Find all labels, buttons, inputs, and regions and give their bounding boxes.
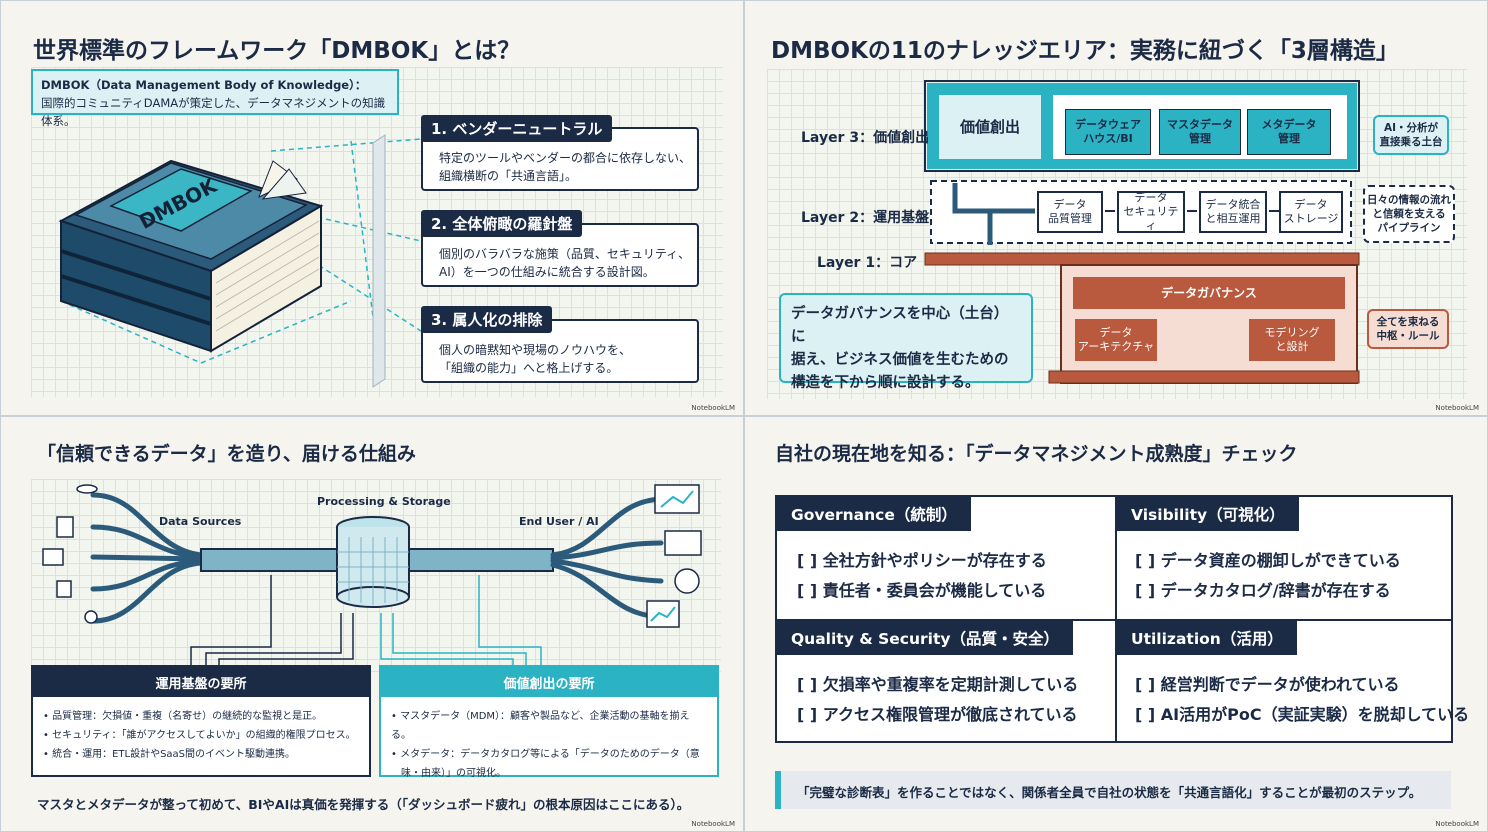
point-2-line1: 個別のバラバラな施策（品質、セキュリティ、 xyxy=(439,247,691,261)
watermark: NotebookLM xyxy=(691,404,735,412)
check-item[interactable]: [ ] AI活用がPoC（実証実験）を脱却している xyxy=(1135,705,1470,724)
quadrant-governance-heading: Governance（統制） xyxy=(777,497,971,531)
ai-brain-icon xyxy=(674,568,700,594)
document-icon xyxy=(56,516,74,538)
core-box-modeling: モデリングと設計 xyxy=(1249,319,1335,361)
pie-report-icon xyxy=(664,530,702,556)
check-item[interactable]: [ ] 責任者・委員会が機能している xyxy=(797,581,1047,600)
value-creation-box: 価値創出 xyxy=(959,118,1020,136)
watermark: NotebookLM xyxy=(1435,404,1479,412)
panel1-title: 世界標準のフレームワーク「DMBOK」とは？ xyxy=(33,38,521,64)
panel4-footer: 「完璧な診断表」を作ることではなく、関係者全員で自社の状態を「共通言語化」するこ… xyxy=(775,771,1451,809)
governance-bar: データガバナンス xyxy=(1073,277,1345,309)
check-item[interactable]: [ ] 全社方針やポリシーが存在する xyxy=(797,551,1047,570)
definition-box: DMBOK（Data Management Body of Knowledge）… xyxy=(31,69,399,128)
check-item[interactable]: [ ] 欠損率や重複率を定期計測している xyxy=(797,675,1079,694)
design-note: データガバナンスを中心（土台）に 据え、ビジネス価値を生むための 構造を下から順… xyxy=(779,293,1033,391)
operations-item: • 統合・運用：ETL設計やSaaS間のイベント駆動連携。 xyxy=(43,749,296,760)
definition-body: 国際的コミュニティDAMAが策定した、データマネジメントの知識体系。 xyxy=(41,96,386,128)
definition-title: DMBOK（Data Management Body of Knowledge）… xyxy=(41,78,367,92)
point-3-line1: 個人の暗黙知や現場のノウハウを、 xyxy=(439,343,632,357)
operations-item: • セキュリティ：「誰がアクセスしてよいか」の組織的権限プロセス。 xyxy=(43,730,356,741)
point-3-line2: 「組織の能力」へと格上げする。 xyxy=(439,361,619,375)
panel4-title: 自社の現在地を知る：「データマネジメント成熟度」チェック xyxy=(775,443,1298,465)
layer2-box-integration: データ統合と相互運用 xyxy=(1199,191,1267,233)
point-3-heading: 3. 属人化の排除 xyxy=(421,306,553,333)
operations-header: 運用基盤の要所 xyxy=(33,667,369,697)
point-2-heading: 2. 全体俯瞰の羅針盤 xyxy=(421,210,583,237)
operations-item: • 品質管理：欠損値・重複（名寄せ）の継続的な監視と是正。 xyxy=(43,711,323,722)
value-item: 味・由来）」の可視化。 xyxy=(391,768,506,779)
layer2-box-storage: データストレージ xyxy=(1279,191,1343,233)
panel-three-layers: DMBOKの11のナレッジエリア：実務に紐づく「3層構造」 Layer 3：価値… xyxy=(744,0,1488,416)
image-icon xyxy=(42,548,64,566)
maturity-matrix: Governance（統制） [ ] 全社方針やポリシーが存在する [ ] 責任… xyxy=(775,495,1469,743)
value-header: 価値創出の要所 xyxy=(381,667,717,697)
check-item[interactable]: [ ] アクセス権限管理が徹底されている xyxy=(797,705,1078,724)
value-box: 価値創出の要所 • マスタデータ（MDM）：顧客や製品など、企業活動の基軸を揃え… xyxy=(379,665,719,779)
point-2-line2: AI）を一つの仕組みに統合する設計図。 xyxy=(439,265,655,279)
panel-data-pipeline: 「信頼できるデータ」を造り、届ける仕組み xyxy=(0,416,744,832)
check-item[interactable]: [ ] 経営判断でデータが使われている xyxy=(1135,675,1400,694)
core-box-architecture: データアーキテクチャ xyxy=(1075,319,1157,361)
value-item: • メタデータ：データカタログ等による「データのためのデータ（意 xyxy=(391,749,700,760)
callout-layer2: 日々の情報の流れと信頼を支えるパイプライン xyxy=(1363,185,1455,243)
point-1-line2: 組織横断の「共通言語」。 xyxy=(439,169,578,183)
layer3-label: Layer 3：価値創出 xyxy=(801,130,930,146)
processing-label: Processing & Storage xyxy=(317,495,451,508)
callout-layer1: 全てを束ねる中枢・ルール xyxy=(1367,309,1449,349)
sensor-icon xyxy=(84,610,98,624)
operations-box: 運用基盤の要所 • 品質管理：欠損値・重複（名寄せ）の継続的な監視と是正。 • … xyxy=(31,665,371,777)
point-card-2: 個別のバラバラな施策（品質、セキュリティ、 AI）を一つの仕組みに統合する設計図… xyxy=(421,223,699,287)
book-illustration: DMBOK xyxy=(58,134,422,388)
quadrant-utilization-heading: Utilization（活用） xyxy=(1117,621,1297,655)
database-icon xyxy=(76,484,98,494)
layer2-label: Layer 2：運用基盤 xyxy=(801,210,930,226)
callout-layer3: AI・分析が直接乗る土台 xyxy=(1373,115,1449,155)
watermark: NotebookLM xyxy=(691,820,735,828)
panel3-footer: マスタとメタデータが整って初めて、BIやAIは真価を発揮する（「ダッシュボード疲… xyxy=(37,797,690,812)
point-1-heading: 1. ベンダーニュートラル xyxy=(421,115,613,142)
panel-maturity-check: 自社の現在地を知る：「データマネジメント成熟度」チェック Governance（… xyxy=(744,416,1488,832)
enduser-label: End User / AI xyxy=(519,515,599,528)
value-item: • マスタデータ（MDM）：顧客や製品など、企業活動の基軸を揃える。 xyxy=(391,711,690,741)
layer2-box-security: データセキュリティ xyxy=(1117,191,1185,233)
quadrant-quality-heading: Quality & Security（品質・安全） xyxy=(777,621,1073,655)
layer3-box-mdm: マスタデータ管理 xyxy=(1159,109,1241,155)
panel-dmbok-overview: 世界標準のフレームワーク「DMBOK」とは？ DMBOK（Data Manage… xyxy=(0,0,744,416)
quadrant-visibility-heading: Visibility（可視化） xyxy=(1117,497,1299,531)
layer1-label: Layer 1：コア xyxy=(817,255,918,271)
check-item[interactable]: [ ] データ資産の棚卸しができている xyxy=(1135,551,1401,570)
panel2-title: DMBOKの11のナレッジエリア：実務に紐づく「3層構造」 xyxy=(771,38,1399,64)
data-sources-label: Data Sources xyxy=(159,515,242,528)
point-1-line1: 特定のツールやベンダーの都合に依存しない、 xyxy=(439,151,692,165)
panel3-title: 「信頼できるデータ」を造り、届ける仕組み xyxy=(37,443,416,465)
check-item[interactable]: [ ] データカタログ/辞書が存在する xyxy=(1135,581,1391,600)
layer3-box-dwh: データウェアハウス/BI xyxy=(1065,109,1151,155)
device-icon xyxy=(56,580,72,598)
layer3-box-metadata: メタデータ管理 xyxy=(1247,109,1331,155)
layer2-box-quality: データ品質管理 xyxy=(1037,191,1103,233)
watermark: NotebookLM xyxy=(1435,820,1479,828)
